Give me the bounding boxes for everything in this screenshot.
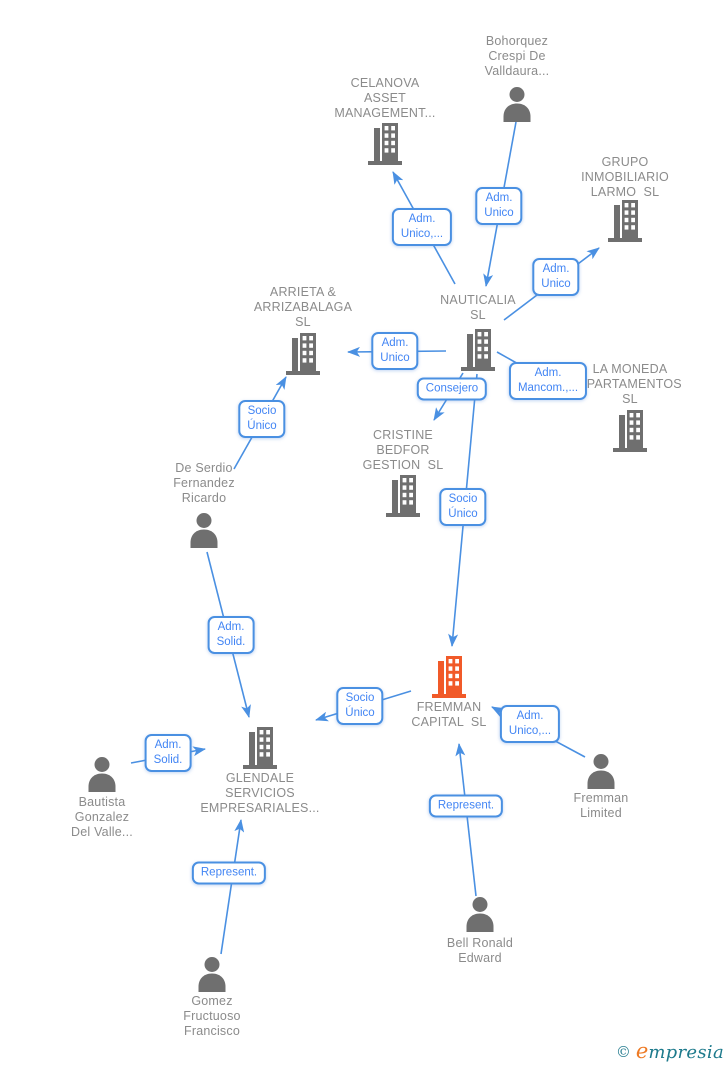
brand-initial: e — [635, 1039, 649, 1063]
node-label-de-serdio[interactable]: De Serdio Fernandez Ricardo — [173, 461, 235, 505]
node-label-gomez-fructuoso[interactable]: Gomez Fructuoso Francisco — [183, 994, 241, 1038]
person-icon-bohorquez-crespi[interactable] — [498, 86, 536, 122]
edge-label-represent-gomez[interactable]: Represent. — [191, 861, 267, 885]
building-icon-la-moneda[interactable] — [612, 408, 648, 452]
building-icon-glendale[interactable] — [242, 725, 278, 769]
building-icon-arrieta[interactable] — [285, 331, 321, 375]
building-icon-nauticalia[interactable] — [460, 327, 496, 371]
node-label-glendale[interactable]: GLENDALE SERVICIOS EMPRESARIALES... — [200, 771, 320, 815]
edge-label-represent-bell[interactable]: Represent. — [428, 794, 504, 818]
edge-label-consejero-cristine[interactable]: Consejero — [416, 377, 488, 401]
node-label-fremman-capital[interactable]: FREMMAN CAPITAL SL — [411, 700, 487, 729]
building-icon-fremman-capital[interactable] — [431, 654, 467, 698]
edge-label-socio-unico-glendale[interactable]: Socio Único — [336, 687, 384, 725]
person-icon-fremman-limited[interactable] — [582, 753, 620, 789]
node-label-celanova[interactable]: CELANOVA ASSET MANAGEMENT... — [334, 76, 436, 120]
building-icon-celanova[interactable] — [367, 121, 403, 165]
building-icon-cristine-bedfor[interactable] — [385, 473, 421, 517]
brand-rest: mpresia — [648, 1042, 724, 1063]
node-label-la-moneda[interactable]: LA MONEDA APARTAMENTOS SL — [578, 362, 682, 406]
edge-label-adm-unico-grupo[interactable]: Adm. Unico — [532, 258, 580, 296]
edge-label-adm-solid-deserdio[interactable]: Adm. Solid. — [207, 616, 255, 654]
edge-label-socio-unico-fremman[interactable]: Socio Único — [439, 488, 487, 526]
person-icon-gomez-fructuoso[interactable] — [193, 956, 231, 992]
edge-label-adm-unico-fremmanltd[interactable]: Adm. Unico,... — [499, 705, 561, 743]
edge-label-adm-solid-bautista[interactable]: Adm. Solid. — [144, 734, 192, 772]
person-icon-bautista[interactable] — [83, 756, 121, 792]
node-label-nauticalia[interactable]: NAUTICALIA SL — [440, 293, 516, 322]
person-icon-bell-ronald[interactable] — [461, 896, 499, 932]
node-label-bell-ronald[interactable]: Bell Ronald Edward — [446, 936, 514, 965]
edge-bell-ronald-to-fremman-capital — [455, 743, 477, 897]
node-label-arrieta[interactable]: ARRIETA & ARRIZABALAGA SL — [253, 285, 353, 329]
building-icon-grupo-larmo[interactable] — [607, 198, 643, 242]
person-icon-de-serdio[interactable] — [185, 512, 223, 548]
node-label-grupo-larmo[interactable]: GRUPO INMOBILIARIO LARMO SL — [581, 155, 669, 199]
edge-label-socio-unico-arrieta[interactable]: Socio Único — [238, 400, 286, 438]
edge-label-adm-unico-arrieta[interactable]: Adm. Unico — [371, 332, 419, 370]
node-label-bohorquez-crespi[interactable]: Bohorquez Crespi De Valldaura... — [484, 34, 550, 78]
edge-label-adm-mancom-lamoneda[interactable]: Adm. Mancom.,... — [508, 362, 588, 400]
node-label-bautista[interactable]: Bautista Gonzalez Del Valle... — [71, 795, 133, 839]
edge-gomez-fructuoso-to-glendale — [220, 819, 245, 955]
empresia-logo-text: empresia — [636, 1041, 724, 1063]
node-label-cristine-bedfor[interactable]: CRISTINE BEDFOR GESTION SL — [362, 428, 444, 472]
edge-label-adm-unico-celanova[interactable]: Adm. Unico,... — [391, 208, 453, 246]
empresia-watermark[interactable]: © empresia — [616, 1041, 724, 1063]
edge-label-adm-unico-bohorquez[interactable]: Adm. Unico — [475, 187, 523, 225]
copyright-icon: © — [615, 1043, 631, 1061]
node-label-fremman-limited[interactable]: Fremman Limited — [573, 791, 629, 820]
